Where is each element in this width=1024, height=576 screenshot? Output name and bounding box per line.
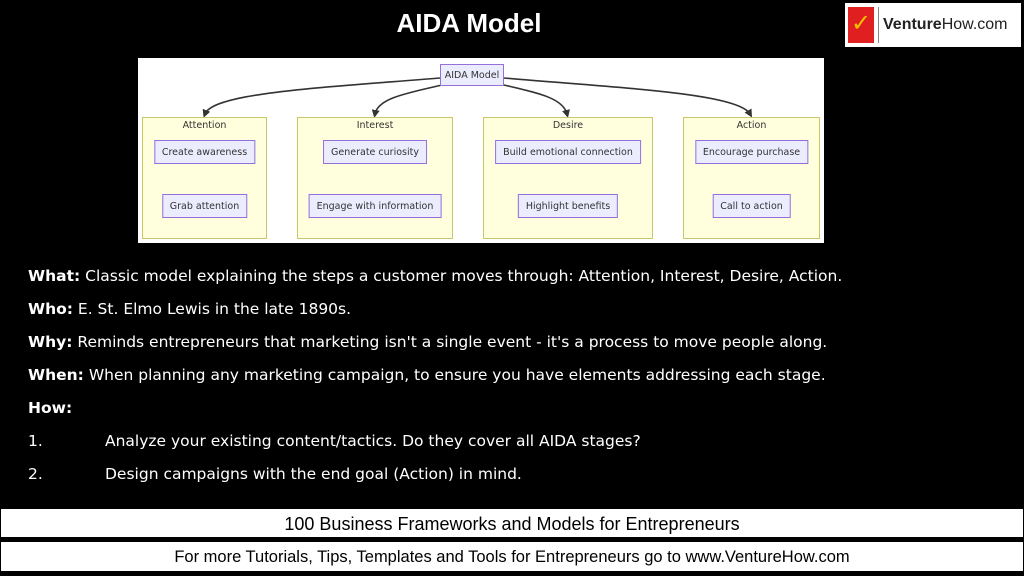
node: Build emotional connection — [495, 140, 641, 164]
stage-desire: Desire Build emotional connection Highli… — [483, 117, 653, 239]
node: Create awareness — [153, 140, 256, 164]
node: Generate curiosity — [323, 140, 427, 164]
description: What: Classic model explaining the steps… — [28, 264, 842, 495]
what-line: What: Classic model explaining the steps… — [28, 267, 843, 285]
stage-interest: Interest Generate curiosity Engage with … — [297, 117, 453, 239]
edge-attention — [202, 77, 441, 118]
node: Engage with information — [308, 194, 442, 218]
when-line: When: When planning any marketing campai… — [28, 366, 826, 384]
series-banner: 100 Business Frameworks and Models for E… — [0, 508, 1024, 538]
how-line: How: — [28, 399, 73, 417]
root-node: AIDA Model — [440, 64, 504, 86]
logo-divider — [878, 7, 879, 43]
node: Grab attention — [161, 194, 248, 218]
node: Call to action — [712, 194, 791, 218]
step-item: 1.Analyze your existing content/tactics.… — [28, 432, 641, 450]
stage-label: Interest — [356, 120, 394, 131]
stage-label: Attention — [182, 120, 227, 131]
venturehow-logo[interactable]: VentureHow.com — [845, 3, 1021, 47]
stage-action: Action Encourage purchase Call to action — [683, 117, 820, 239]
diagram-edges — [202, 77, 752, 118]
node: Highlight benefits — [517, 194, 619, 218]
stage-attention: Attention Create awareness Grab attentio… — [142, 117, 267, 239]
edge-desire — [503, 84, 570, 118]
why-line: Why: Reminds entrepreneurs that marketin… — [28, 333, 828, 351]
step-item: 2.Design campaigns with the end goal (Ac… — [28, 465, 522, 483]
who-line: Who: E. St. Elmo Lewis in the late 1890s… — [28, 300, 352, 318]
edge-interest — [371, 84, 443, 118]
page-title: AIDA Model — [396, 8, 542, 38]
stage-label: Desire — [552, 120, 584, 131]
checkmark-logo-icon — [848, 7, 874, 43]
aida-diagram: AIDA Model Attention Create awareness Gr… — [138, 58, 824, 243]
website-banner[interactable]: For more Tutorials, Tips, Templates and … — [0, 541, 1024, 572]
node: Encourage purchase — [694, 140, 809, 164]
stage-label: Action — [736, 120, 767, 131]
logo-text: VentureHow.com — [883, 16, 1008, 33]
edge-action — [503, 77, 752, 118]
